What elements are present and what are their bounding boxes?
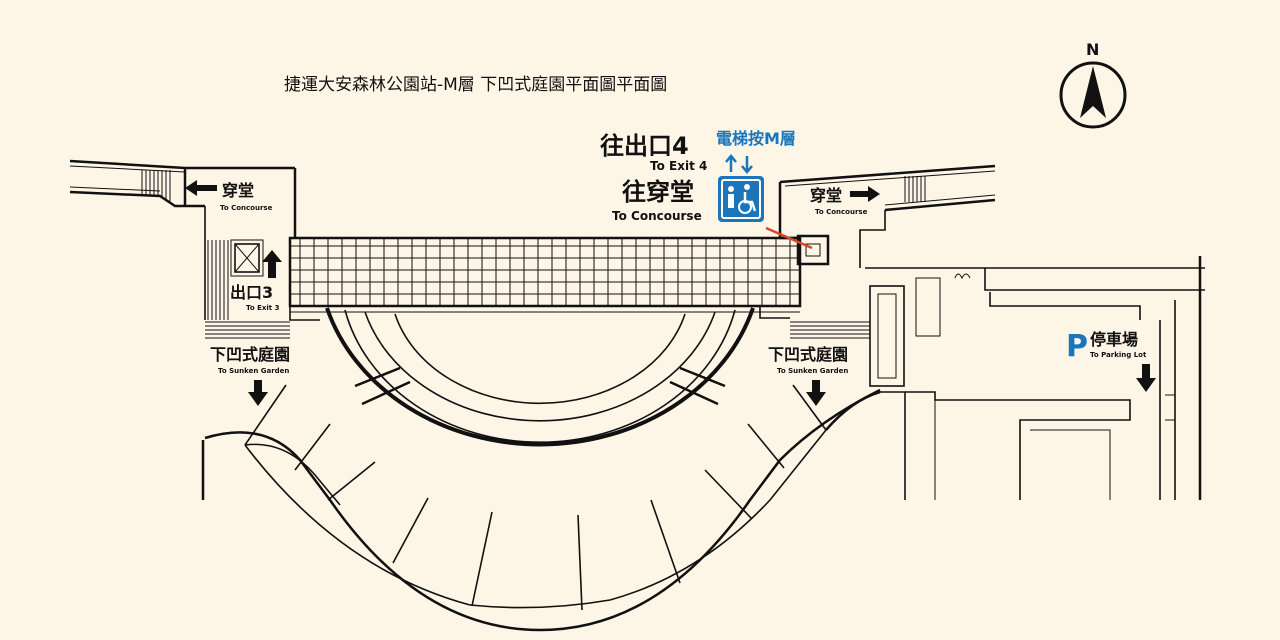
arrow-down-icon [248, 380, 268, 406]
exit4-en-label: To Exit 4 [650, 159, 707, 173]
parking-icon: P [1066, 329, 1088, 364]
parking-cn-label: 停車場 [1090, 330, 1138, 349]
map-title: 捷運大安森林公園站-M層 下凹式庭園平面圖平面圖 [284, 75, 667, 95]
exit3-cn-label: 出口3 [230, 283, 273, 302]
arrow-right-icon [850, 186, 880, 202]
exit3-en-label: To Exit 3 [246, 304, 280, 312]
left-concourse-en: To Concourse [220, 204, 273, 212]
exit4-cn-label: 往出口4 [600, 132, 689, 160]
wheelchair-elevator-icon [718, 176, 764, 222]
right-building-structure [825, 256, 1205, 500]
compass-north-label: N [1086, 40, 1099, 59]
parking-en-label: To Parking Lot [1090, 351, 1147, 359]
arrow-down-icon [1136, 364, 1156, 392]
right-sunken-en: To Sunken Garden [777, 367, 848, 375]
right-sunken-cn: 下凹式庭園 [768, 345, 848, 364]
right-concourse-en: To Concourse [815, 208, 868, 216]
elevator-up-down-arrows-icon [725, 154, 753, 174]
left-corridor-walls [69, 159, 320, 339]
central-bridge-grid [288, 236, 802, 313]
exit4-concourse-cn: 往穿堂 [622, 178, 694, 206]
compass-icon: N [1059, 40, 1127, 129]
left-concourse-cn: 穿堂 [222, 181, 254, 200]
right-concourse-cn: 穿堂 [810, 186, 842, 205]
arrow-up-icon [262, 250, 282, 278]
arrow-down-icon [806, 380, 826, 406]
arrow-left-icon [185, 180, 217, 196]
exit4-concourse-en: To Concourse [612, 209, 702, 223]
right-corridor-walls [759, 164, 996, 339]
left-sunken-cn: 下凹式庭園 [210, 345, 290, 364]
elevator-note: 電梯按M層 [716, 129, 796, 148]
elevator-pointer-line [765, 226, 813, 250]
left-sunken-en: To Sunken Garden [218, 367, 289, 375]
sunken-garden-arena [201, 307, 881, 632]
